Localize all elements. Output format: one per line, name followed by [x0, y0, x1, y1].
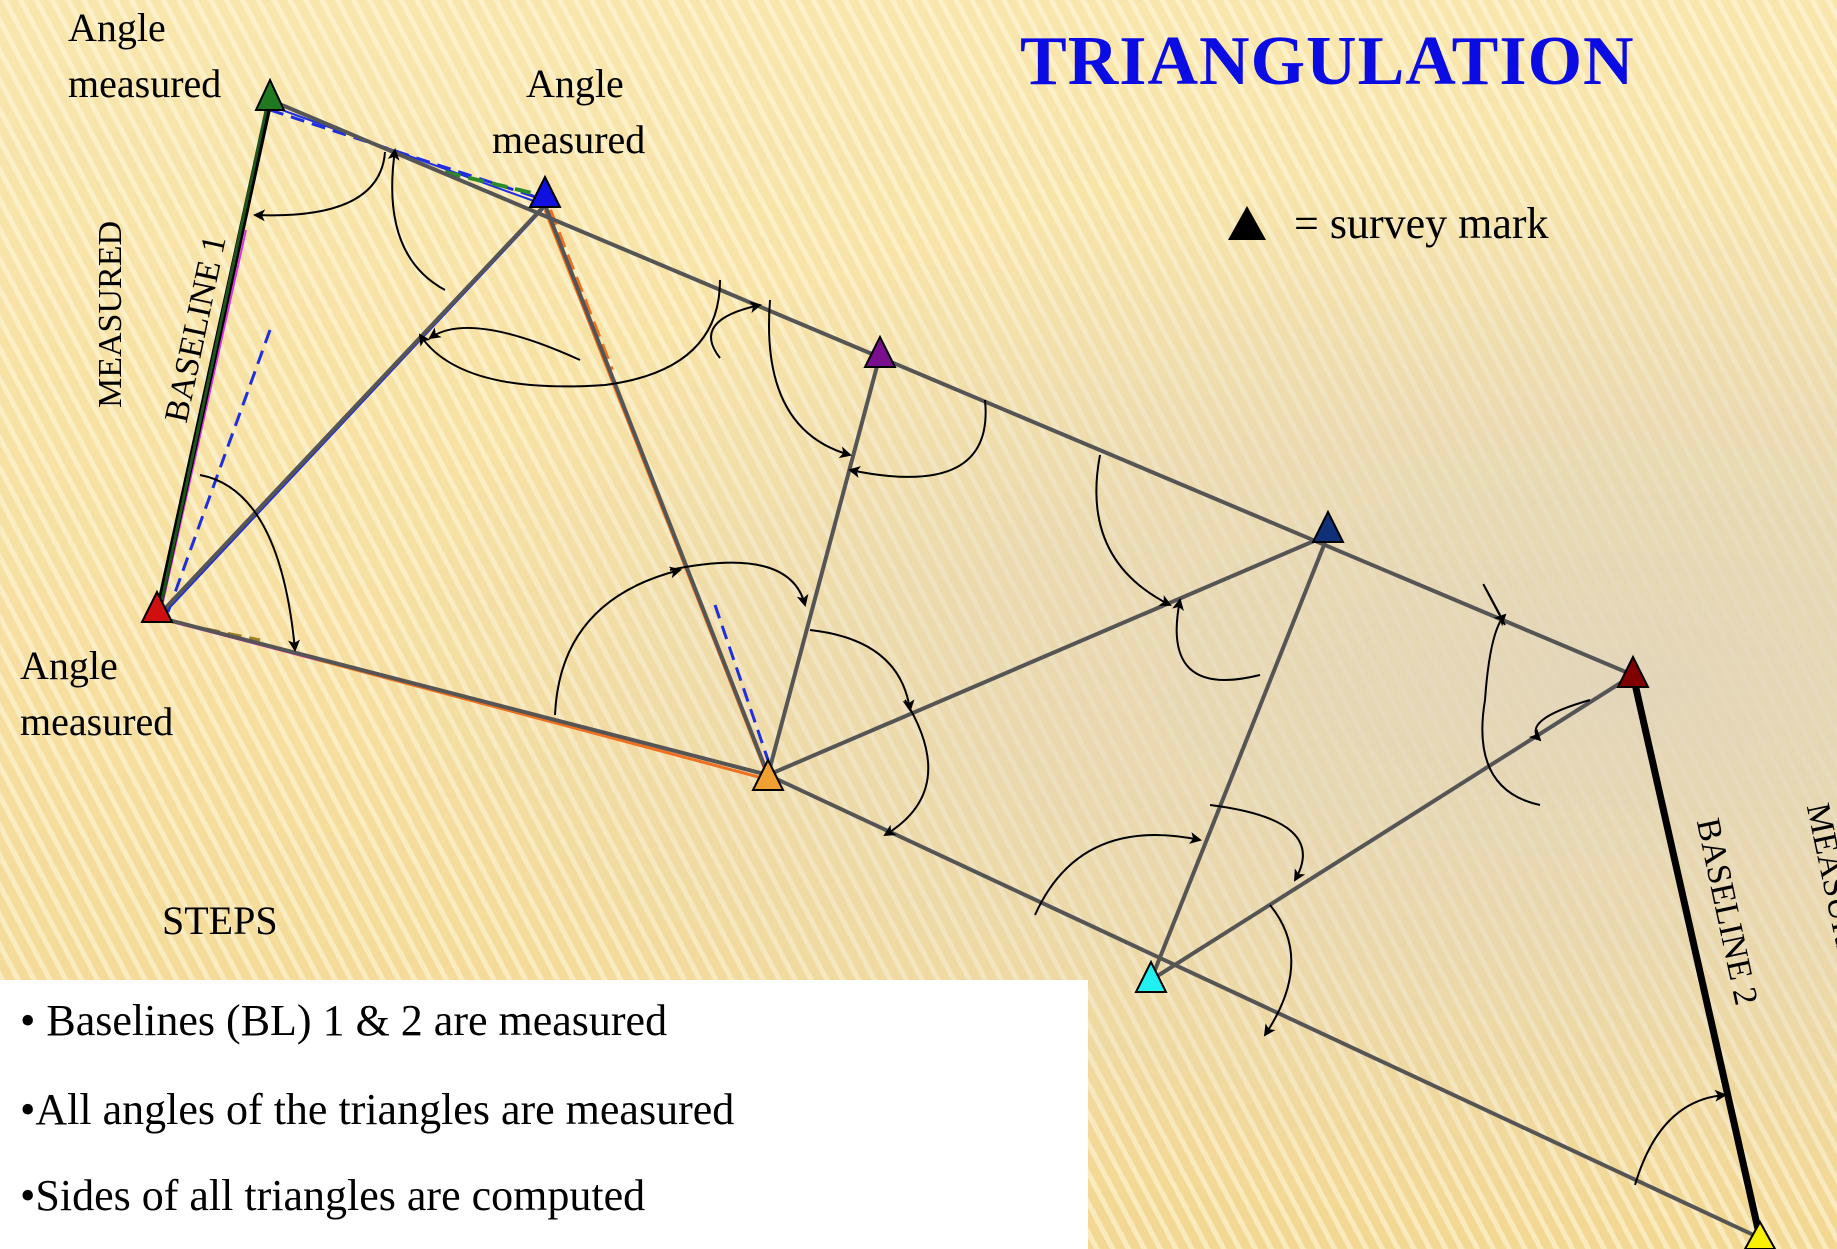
baseline-1-label-line1: MEASURED — [92, 220, 129, 408]
survey-mark-cyan — [1134, 959, 1168, 993]
label-angle-bottom-left: Angle measured — [20, 643, 174, 744]
survey-mark-yellow — [1743, 1219, 1777, 1249]
steps-heading: STEPS — [162, 898, 278, 943]
baseline-2 — [1629, 674, 1764, 1239]
survey-mark-icon — [1228, 206, 1266, 240]
label-angle-top-left: Angle measured — [68, 5, 222, 106]
legend-text: = survey mark — [1294, 199, 1549, 248]
survey-mark-maroon — [1616, 654, 1650, 688]
legend: = survey mark — [1228, 198, 1549, 249]
survey-mark-red — [140, 589, 174, 623]
page-title: TRIANGULATION — [1020, 23, 1635, 100]
survey-mark-purple — [863, 334, 897, 368]
angle-arcs — [199, 148, 1727, 1186]
survey-mark-orange — [751, 757, 785, 791]
survey-mark-blue — [528, 174, 562, 208]
survey-marks — [140, 77, 1777, 1249]
steps-box: • Baselines (BL) 1 & 2 are measured •All… — [0, 980, 1088, 1249]
step-2: •All angles of the triangles are measure… — [20, 1085, 735, 1134]
label-angle-top-center: Angle measured — [492, 61, 646, 162]
step-3: •Sides of all triangles are computed — [20, 1171, 646, 1220]
survey-mark-navy — [1311, 509, 1345, 543]
baselines — [154, 99, 1764, 1239]
step-1: • Baselines (BL) 1 & 2 are measured — [20, 996, 668, 1045]
network-lines — [155, 98, 1761, 1240]
survey-mark-green — [254, 77, 286, 111]
